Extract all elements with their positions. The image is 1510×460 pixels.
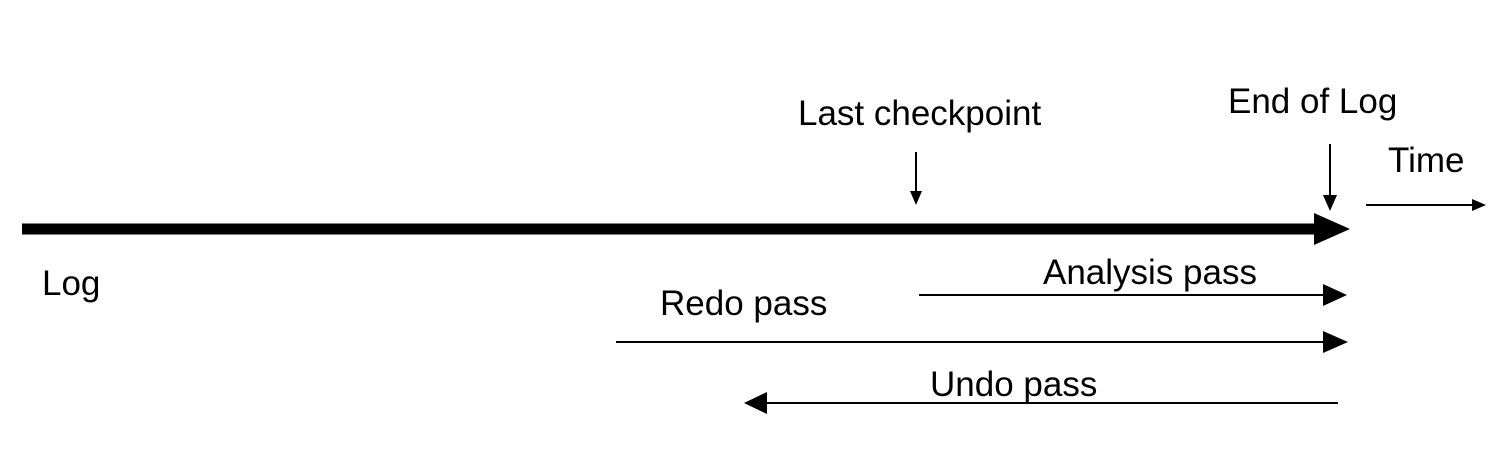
analysis-pass-label: Analysis pass — [1043, 253, 1257, 292]
redo-pass-arrow — [616, 331, 1348, 353]
log-timeline-arrow — [22, 213, 1350, 245]
redo-pass-label: Redo pass — [660, 284, 828, 323]
last-checkpoint-label: Last checkpoint — [798, 94, 1042, 133]
time-direction-arrow — [1366, 199, 1486, 211]
end-of-log-marker-arrow — [1323, 144, 1337, 211]
checkpoint-marker-arrow — [910, 152, 922, 205]
end-of-log-label: End of Log — [1228, 82, 1398, 121]
log-label: Log — [42, 264, 101, 303]
time-label: Time — [1388, 141, 1465, 180]
analysis-pass-arrow — [919, 284, 1347, 306]
undo-pass-arrow — [744, 392, 1338, 414]
undo-pass-label: Undo pass — [930, 365, 1098, 404]
